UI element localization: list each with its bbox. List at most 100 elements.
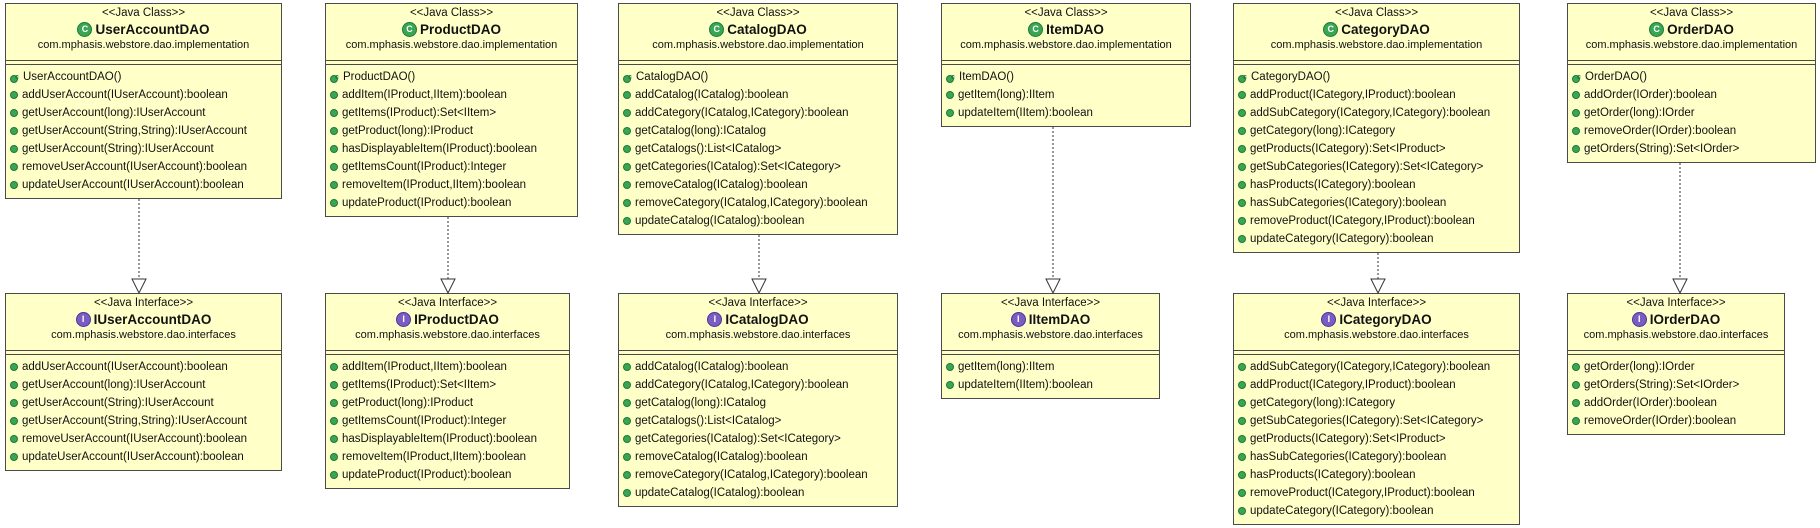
method-row[interactable]: addSubCategory(ICategory,ICategory):bool… — [1238, 358, 1519, 376]
method-row[interactable]: addItem(IProduct,IItem):boolean — [330, 358, 569, 376]
method-row[interactable]: addCatalog(ICatalog):boolean — [623, 358, 897, 376]
method-row[interactable]: updateProduct(IProduct):boolean — [330, 194, 577, 212]
method-signature: getOrder(long):IOrder — [1584, 361, 1695, 373]
method-signature: addProduct(ICategory,IProduct):boolean — [1250, 379, 1456, 391]
method-row[interactable]: removeCatalog(ICatalog):boolean — [623, 176, 897, 194]
method-row[interactable]: getProduct(long):IProduct — [330, 122, 577, 140]
method-row[interactable]: addOrder(IOrder):boolean — [1572, 86, 1815, 104]
method-row[interactable]: removeProduct(ICategory,IProduct):boolea… — [1238, 212, 1519, 230]
method-row[interactable]: getItems(IProduct):Set<IItem> — [330, 104, 577, 122]
method-row[interactable]: addProduct(ICategory,IProduct):boolean — [1238, 86, 1519, 104]
method-row[interactable]: getItem(long):IItem — [946, 358, 1159, 376]
method-row[interactable]: getItems(IProduct):Set<IItem> — [330, 376, 569, 394]
method-row[interactable]: addSubCategory(ICategory,ICategory):bool… — [1238, 104, 1519, 122]
method-row[interactable]: getOrder(long):IOrder — [1572, 358, 1784, 376]
method-row[interactable]: hasSubCategories(ICategory):boolean — [1238, 448, 1519, 466]
method-row[interactable]: removeCatalog(ICatalog):boolean — [623, 448, 897, 466]
public-method-icon — [1572, 417, 1580, 425]
method-row[interactable]: getProducts(ICategory):Set<IProduct> — [1238, 430, 1519, 448]
method-row[interactable]: getUserAccount(String):IUserAccount — [10, 140, 281, 158]
method-row[interactable]: updateItem(IItem):boolean — [946, 376, 1159, 394]
method-row[interactable]: addOrder(IOrder):boolean — [1572, 394, 1784, 412]
method-row[interactable]: getSubCategories(ICategory):Set<ICategor… — [1238, 158, 1519, 176]
method-row[interactable]: removeOrder(IOrder):boolean — [1572, 122, 1815, 140]
method-row[interactable]: hasProducts(ICategory):boolean — [1238, 176, 1519, 194]
method-row[interactable]: addCategory(ICatalog,ICategory):boolean — [623, 376, 897, 394]
method-row[interactable]: addProduct(ICategory,IProduct):boolean — [1238, 376, 1519, 394]
method-row[interactable]: updateUserAccount(IUserAccount):boolean — [10, 448, 281, 466]
attribute-compartment — [1568, 60, 1815, 64]
method-row[interactable]: removeItem(IProduct,IItem):boolean — [330, 448, 569, 466]
method-row[interactable]: hasDisplayableItem(IProduct):boolean — [330, 430, 569, 448]
method-row[interactable]: updateCatalog(ICatalog):boolean — [623, 484, 897, 502]
method-row[interactable]: getCatalogs():List<ICatalog> — [623, 412, 897, 430]
method-signature: getUserAccount(long):IUserAccount — [22, 107, 206, 119]
method-row[interactable]: removeCategory(ICatalog,ICategory):boole… — [623, 466, 897, 484]
method-row[interactable]: hasProducts(ICategory):boolean — [1238, 466, 1519, 484]
package-name: com.mphasis.webstore.dao.implementation — [1270, 39, 1483, 51]
method-row[interactable]: getItem(long):IItem — [946, 86, 1190, 104]
method-row[interactable]: getOrders(String):Set<IOrder> — [1572, 376, 1784, 394]
method-row[interactable]: getUserAccount(String):IUserAccount — [10, 394, 281, 412]
method-row[interactable]: removeUserAccount(IUserAccount):boolean — [10, 430, 281, 448]
method-row[interactable]: getUserAccount(long):IUserAccount — [10, 104, 281, 122]
method-row[interactable]: getItemsCount(IProduct):Integer — [330, 158, 577, 176]
method-row[interactable]: getCatalog(long):ICatalog — [623, 122, 897, 140]
method-row[interactable]: hasSubCategories(ICategory):boolean — [1238, 194, 1519, 212]
method-row[interactable]: updateCategory(ICategory):boolean — [1238, 230, 1519, 248]
method-row[interactable]: removeCategory(ICatalog,ICategory):boole… — [623, 194, 897, 212]
method-row[interactable]: addItem(IProduct,IItem):boolean — [330, 86, 577, 104]
method-row[interactable]: removeOrder(IOrder):boolean — [1572, 412, 1784, 430]
method-row[interactable]: getProduct(long):IProduct — [330, 394, 569, 412]
method-row[interactable]: removeItem(IProduct,IItem):boolean — [330, 176, 577, 194]
method-row[interactable]: addUserAccount(IUserAccount):boolean — [10, 86, 281, 104]
method-row[interactable]: getProducts(ICategory):Set<IProduct> — [1238, 140, 1519, 158]
method-row[interactable]: getSubCategories(ICategory):Set<ICategor… — [1238, 412, 1519, 430]
method-row[interactable]: updateProduct(IProduct):boolean — [330, 466, 569, 484]
class-icon: C — [77, 22, 93, 37]
method-row[interactable]: removeUserAccount(IUserAccount):boolean — [10, 158, 281, 176]
method-row[interactable]: getCategories(ICatalog):Set<ICategory> — [623, 430, 897, 448]
method-row[interactable]: updateUserAccount(IUserAccount):boolean — [10, 176, 281, 194]
method-row[interactable]: getCategory(long):ICategory — [1238, 122, 1519, 140]
public-method-icon — [946, 91, 954, 99]
method-row[interactable]: getUserAccount(String,String):IUserAccou… — [10, 412, 281, 430]
method-row[interactable]: hasDisplayableItem(IProduct):boolean — [330, 140, 577, 158]
method-row[interactable]: getUserAccount(long):IUserAccount — [10, 376, 281, 394]
method-row[interactable]: getCategories(ICatalog):Set<ICategory> — [623, 158, 897, 176]
method-row[interactable]: addCategory(ICatalog,ICategory):boolean — [623, 104, 897, 122]
method-row[interactable]: updateCatalog(ICatalog):boolean — [623, 212, 897, 230]
method-row[interactable]: addCatalog(ICatalog):boolean — [623, 86, 897, 104]
method-row[interactable]: updateCategory(ICategory):boolean — [1238, 502, 1519, 520]
method-row[interactable]: updateItem(IItem):boolean — [946, 104, 1190, 122]
method-row[interactable]: getCatalog(long):ICatalog — [623, 394, 897, 412]
method-row[interactable]: getCategory(long):ICategory — [1238, 394, 1519, 412]
method-row[interactable]: getItemsCount(IProduct):Integer — [330, 412, 569, 430]
method-row[interactable]: getCatalogs():List<ICatalog> — [623, 140, 897, 158]
method-row[interactable]: removeProduct(ICategory,IProduct):boolea… — [1238, 484, 1519, 502]
method-row[interactable]: getUserAccount(String,String):IUserAccou… — [10, 122, 281, 140]
method-row[interactable]: addUserAccount(IUserAccount):boolean — [10, 358, 281, 376]
method-row[interactable]: getOrder(long):IOrder — [1572, 104, 1815, 122]
method-row[interactable]: getOrders(String):Set<IOrder> — [1572, 140, 1815, 158]
